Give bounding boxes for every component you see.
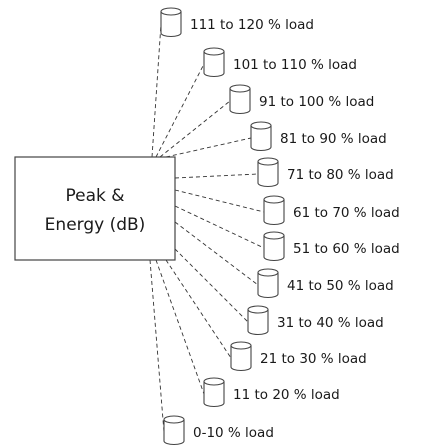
load-node: 41 to 50 % load — [257, 268, 394, 299]
load-label: 71 to 80 % load — [287, 167, 394, 183]
cylinder-top-icon — [160, 7, 182, 16]
cylinder-icon — [230, 345, 252, 372]
connector-line — [165, 259, 232, 359]
load-label: 11 to 20 % load — [233, 387, 340, 403]
cylinder-icon — [160, 11, 182, 38]
cylinder-top-icon — [247, 305, 269, 314]
load-label: 61 to 70 % load — [293, 205, 400, 221]
cylinder-top-icon — [250, 121, 272, 130]
cylinder-top-icon — [263, 195, 285, 204]
cylinder-icon — [257, 272, 279, 299]
cylinder-top-icon — [263, 231, 285, 240]
load-label: 81 to 90 % load — [280, 131, 387, 147]
load-node: 71 to 80 % load — [257, 157, 394, 188]
cylinder-icon — [247, 309, 269, 336]
load-nodes: 111 to 120 % load 101 to 110 % load 91 to … — [160, 7, 400, 446]
load-node: 101 to 110 % load — [203, 47, 357, 78]
cylinder-icon — [263, 235, 285, 262]
load-node: 81 to 90 % load — [250, 121, 387, 152]
load-label: 0-10 % load — [193, 425, 274, 441]
cylinder-icon — [257, 161, 279, 188]
load-label: 91 to 100 % load — [259, 94, 374, 110]
cylinder-icon — [229, 88, 251, 115]
load-label: 51 to 60 % load — [293, 241, 400, 257]
cylinder-icon — [203, 51, 225, 78]
load-label: 21 to 30 % load — [260, 351, 367, 367]
cylinder-top-icon — [257, 157, 279, 166]
cylinder-top-icon — [257, 268, 279, 277]
connector-line — [174, 205, 265, 249]
connector-lines — [149, 23, 265, 433]
cylinder-top-icon — [203, 47, 225, 56]
cylinder-top-icon — [229, 84, 251, 93]
cylinder-icon — [263, 199, 285, 226]
connector-line — [174, 173, 259, 179]
cylinder-icon — [203, 381, 225, 408]
load-node: 31 to 40 % load — [247, 305, 384, 336]
connector-line — [174, 189, 265, 213]
center-label-line1: Peak & — [65, 186, 124, 206]
load-node: 0-10 % load — [163, 415, 274, 446]
center-box — [14, 156, 176, 261]
load-label: 31 to 40 % load — [277, 315, 384, 331]
load-node: 21 to 30 % load — [230, 341, 367, 372]
cylinder-top-icon — [230, 341, 252, 350]
cylinder-icon — [163, 419, 185, 446]
connector-line — [165, 137, 252, 158]
connector-line — [174, 221, 259, 286]
connector-line — [155, 259, 205, 395]
center-node: Peak & Energy (dB) — [14, 156, 176, 261]
connector-line — [151, 23, 162, 158]
load-node: 11 to 20 % load — [203, 377, 340, 408]
load-node: 61 to 70 % load — [263, 195, 400, 226]
cylinder-icon — [250, 125, 272, 152]
cylinder-top-icon — [203, 377, 225, 386]
load-node: 111 to 120 % load — [160, 7, 314, 38]
load-label: 101 to 110 % load — [233, 57, 357, 73]
load-label: 111 to 120 % load — [190, 17, 314, 33]
load-node: 91 to 100 % load — [229, 84, 374, 115]
center-label-line2: Energy (dB) — [45, 215, 146, 235]
connector-line — [159, 100, 231, 158]
connector-line — [149, 259, 165, 433]
connector-line — [174, 248, 249, 323]
connector-line — [155, 63, 205, 158]
load-node: 51 to 60 % load — [263, 231, 400, 262]
load-label: 41 to 50 % load — [287, 278, 394, 294]
cylinder-top-icon — [163, 415, 185, 424]
